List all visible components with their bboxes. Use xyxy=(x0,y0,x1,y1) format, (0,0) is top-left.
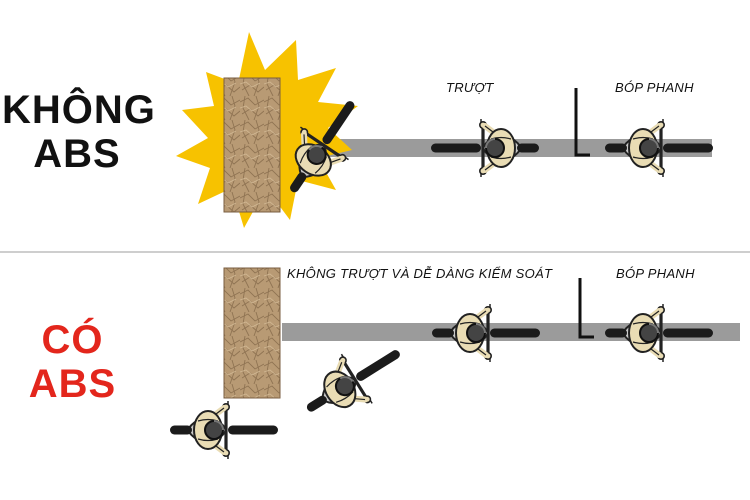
barrier-icon xyxy=(223,77,281,213)
caption-no-skid-control: KHÔNG TRƯỢT VÀ DỄ DÀNG KIỂM SOÁT xyxy=(287,266,553,281)
title-with-abs: CÓ ABS xyxy=(0,318,145,406)
motorcycle-icon xyxy=(432,304,540,362)
title-with-abs-line2: ABS xyxy=(28,362,117,406)
title-with-abs-line1: CÓ xyxy=(41,318,104,362)
motorcycle-icon xyxy=(605,119,713,177)
motorcycle-icon xyxy=(170,401,278,459)
brake-lever-icon xyxy=(574,88,590,157)
brake-lever-icon xyxy=(578,278,594,339)
motorcycle-icon xyxy=(605,304,713,362)
motorcycle-icon xyxy=(292,328,414,434)
caption-brake-bottom: BÓP PHANH xyxy=(616,266,695,281)
title-no-abs-line2: ABS xyxy=(33,132,121,176)
motorcycle-icon xyxy=(431,119,539,177)
title-no-abs: KHÔNG ABS xyxy=(2,88,156,176)
title-no-abs-line1: KHÔNG xyxy=(2,88,156,132)
caption-skid: TRƯỢT xyxy=(446,80,494,95)
caption-brake-top: BÓP PHANH xyxy=(615,80,694,95)
barrier-icon xyxy=(223,267,281,399)
